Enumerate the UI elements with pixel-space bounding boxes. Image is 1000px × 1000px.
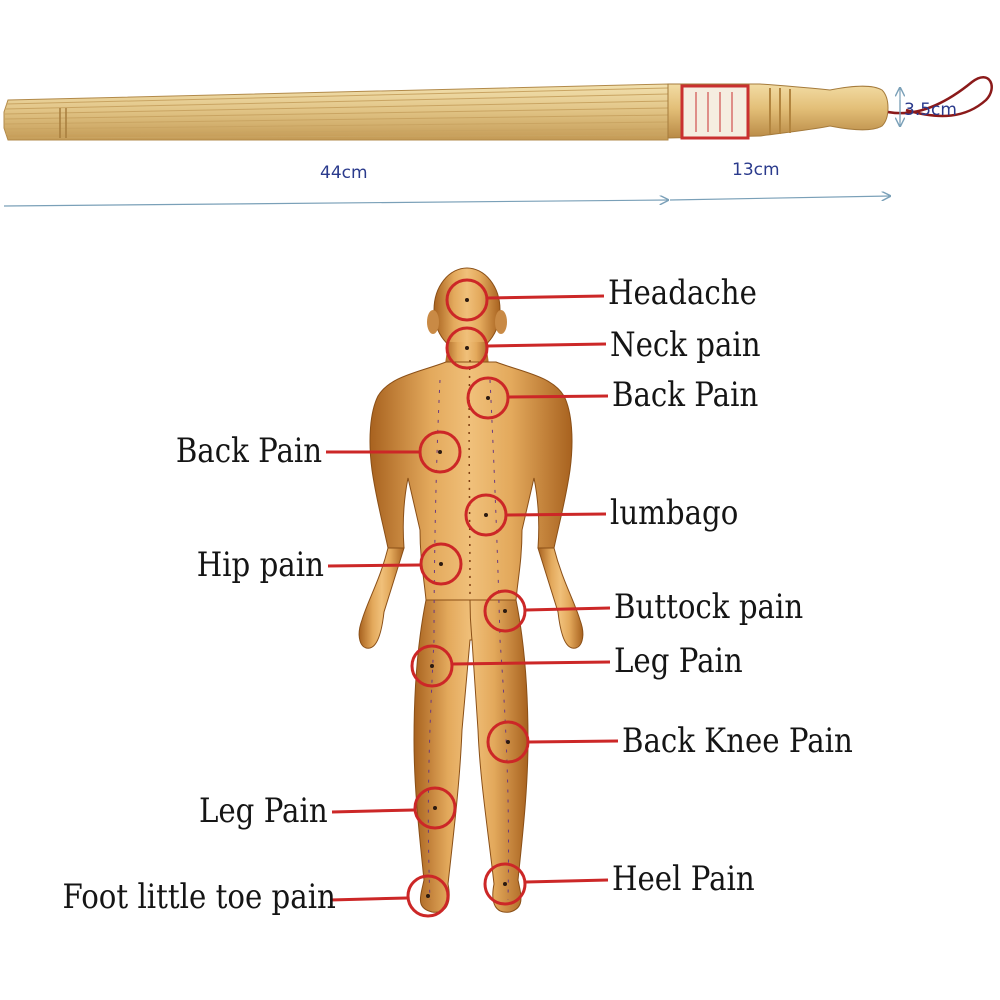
label-leg-pain-lower: Leg Pain <box>199 791 328 831</box>
leg-pain-lower-acupoint-dot <box>433 806 437 810</box>
buttock-pain-marker-circle <box>483 589 527 633</box>
label-foot-little-toe-pain: Foot little toe pain <box>62 877 336 917</box>
leg-pain-lower-marker-circle <box>413 786 457 830</box>
back-pain-right-marker-circle <box>466 376 510 420</box>
back-pain-left-acupoint-dot <box>438 450 442 454</box>
headache-marker-circle <box>445 278 489 322</box>
buttock-cleft <box>469 599 473 641</box>
handle-label-band <box>680 84 750 140</box>
spine-meridian <box>468 359 471 601</box>
hip-pain-marker-circle <box>419 542 463 586</box>
leg-pain-upper-marker-circle <box>410 644 454 688</box>
hanging-loop-cord <box>887 75 993 118</box>
right-meridian <box>489 379 510 901</box>
dimension-lines <box>3 88 900 207</box>
left-ear <box>427 310 439 334</box>
hip-pain-leader-line <box>327 563 421 568</box>
buttock-pain-leader-line <box>525 606 611 612</box>
label-heel-pain: Heel Pain <box>612 859 755 899</box>
bamboo-handle <box>667 83 889 140</box>
back-knee-pain-acupoint-dot <box>506 740 510 744</box>
heel-pain-acupoint-dot <box>503 882 507 886</box>
leg-pain-upper-acupoint-dot <box>430 664 434 668</box>
lumbago-leader-line <box>506 512 607 517</box>
neck-pain-marker-circle <box>445 326 489 370</box>
label-buttock-pain: Buttock pain <box>614 587 804 627</box>
label-back-knee-pain: Back Knee Pain <box>622 721 853 761</box>
back-knee-pain-leader-line <box>528 739 619 744</box>
left-forearm <box>358 547 405 649</box>
foot-little-toe-pain-leader-line <box>329 896 408 902</box>
label-headache: Headache <box>608 273 757 313</box>
lumbago-acupoint-dot <box>484 513 488 517</box>
heel-pain-marker-circle <box>483 862 527 906</box>
headache-acupoint-dot <box>465 298 469 302</box>
heel-pain-leader-line <box>525 878 609 884</box>
hip-pain-acupoint-dot <box>439 562 443 566</box>
foot-little-toe-pain-acupoint-dot <box>426 894 430 898</box>
leg-pain-upper-leader-line <box>452 660 611 666</box>
human-body-back-view <box>358 267 584 913</box>
headache-leader-line <box>487 294 605 300</box>
acupoint-markers <box>406 278 530 918</box>
handle-diameter-label: 3.5cm <box>904 100 957 120</box>
back-pain-right-leader-line <box>508 394 609 399</box>
bamboo-bristles <box>3 83 669 141</box>
label-neck-pain: Neck pain <box>610 325 761 365</box>
neck-pain-leader-line <box>487 342 607 348</box>
back-pain-right-acupoint-dot <box>486 396 490 400</box>
leg-pain-lower-leader-line <box>331 808 415 814</box>
label-back-pain-left: Back Pain <box>175 431 322 471</box>
handle-length-label: 13cm <box>732 160 780 180</box>
label-back-pain-right: Back Pain <box>612 375 759 415</box>
bamboo-stick <box>3 75 993 141</box>
bristles-dimension-line <box>3 200 668 207</box>
neck-pain-acupoint-dot <box>465 346 469 350</box>
buttock-pain-acupoint-dot <box>503 609 507 613</box>
back-pain-left-marker-circle <box>418 430 462 474</box>
leader-lines <box>326 294 619 902</box>
right-forearm <box>537 547 584 649</box>
label-lumbago: lumbago <box>610 493 739 533</box>
label-hip-pain: Hip pain <box>196 545 324 585</box>
back-knee-pain-marker-circle <box>486 720 530 764</box>
handle-dimension-line <box>669 196 890 200</box>
label-leg-pain-upper: Leg Pain <box>614 641 743 681</box>
bristles-length-label: 44cm <box>320 163 368 183</box>
left-meridian <box>427 379 441 901</box>
lumbago-marker-circle <box>464 493 508 537</box>
foot-little-toe-pain-marker-circle <box>406 874 450 918</box>
right-ear <box>495 310 507 334</box>
